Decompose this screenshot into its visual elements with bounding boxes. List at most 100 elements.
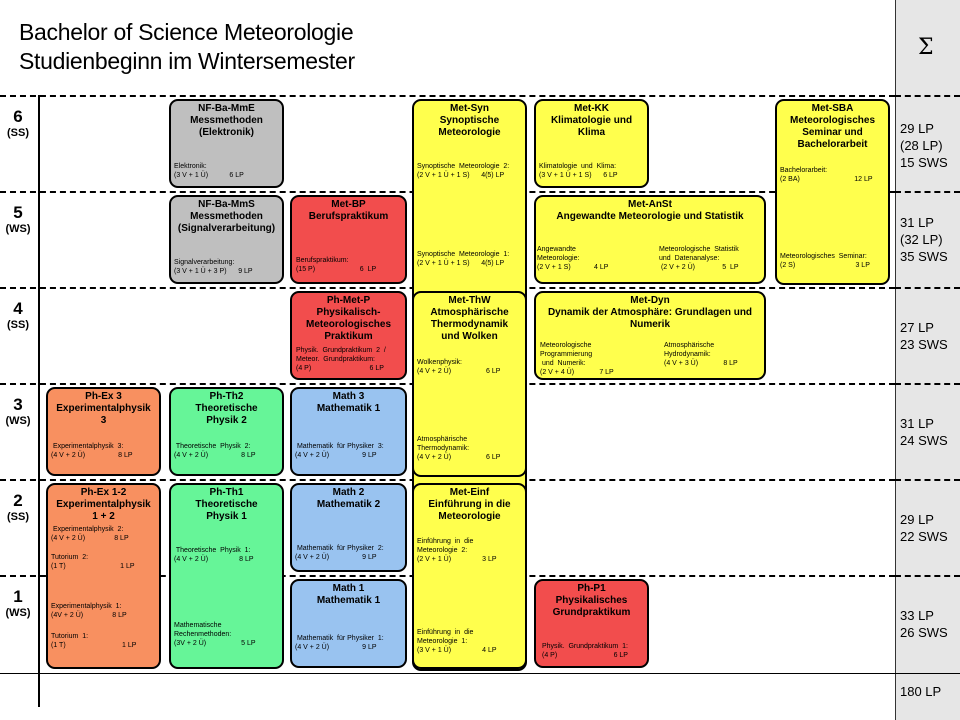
semester-label: 5(WS) [0, 203, 36, 236]
title-line-2: Studienbeginn im Wintersemester [19, 48, 355, 74]
semester-type: (SS) [7, 319, 29, 331]
module-detail: Angewandte Meteorologie: (2 V + 1 S) 4 L… [537, 246, 609, 271]
module-detail: Meteorologische Programmierung und Numer… [540, 342, 614, 376]
semester-number: 5 [13, 203, 23, 222]
semester-total: 31 LP (32 LP) 35 SWS [900, 215, 948, 264]
module-nf-ba-mme[interactable]: NF-Ba-MmE Messmethoden (Elektronik) Elek… [169, 99, 284, 188]
module-title: Met-BP Berufspraktikum [308, 199, 389, 222]
module-title: Ph-Th2 Theoretische Physik 2 [195, 391, 258, 426]
module-met-thw[interactable]: Met-ThW Atmosphärische Thermodynamik und… [412, 291, 527, 477]
module-detail: Atmosphärische Hydrodynamik: (4 V + 3 Ü)… [664, 342, 738, 367]
module-met-sba[interactable]: Met-SBA Meteorologisches Seminar und Bac… [775, 99, 890, 285]
module-ph-ex12[interactable]: Ph-Ex 1-2 Experimentalphysik 1 + 2 Exper… [46, 483, 161, 669]
module-nf-ba-mms[interactable]: NF-Ba-MmS Messmethoden (Signalverarbeitu… [169, 195, 284, 284]
semester-number: 3 [13, 395, 23, 414]
semester-number: 1 [13, 587, 23, 606]
module-detail: Experimentalphysik 2: (4 V + 2 Ü) 8 LP [51, 526, 129, 542]
module-math1[interactable]: Math 1 Mathematik 1 Mathematik für Physi… [290, 579, 407, 668]
semester-label: 1(WS) [0, 587, 36, 620]
semester-label: 3(WS) [0, 395, 36, 428]
row-separator [895, 287, 960, 289]
module-detail: (2 BA) 12 LP [780, 176, 873, 183]
semester-total: 31 LP 24 SWS [900, 416, 948, 448]
module-detail: Klimatologie und Klima: [539, 163, 617, 170]
module-detail: Physik. Grundpraktikum 2 / Meteor. Grund… [296, 347, 386, 372]
sum-column [895, 0, 960, 720]
row-separator [0, 95, 895, 97]
module-title: Ph-Ex 1-2 Experimentalphysik 1 + 2 [56, 487, 151, 522]
semester-number: 6 [13, 107, 23, 126]
module-title: Met-SBA Meteorologisches Seminar und Bac… [789, 103, 876, 150]
semester-type: (SS) [7, 127, 29, 139]
module-title: Ph-Ex 3 Experimentalphysik 3 [56, 391, 151, 426]
module-title: Ph-P1 Physikalisches Grundpraktikum [552, 583, 631, 618]
row-separator [895, 479, 960, 481]
sigma-symbol: Σ [918, 35, 934, 60]
module-detail: (15 P) 6 LP [296, 266, 377, 273]
module-title: Math 2 Mathematik 2 [316, 487, 381, 510]
module-detail: Signalverarbeitung: [174, 259, 235, 266]
module-title: NF-Ba-MmE Messmethoden (Elektronik) [190, 103, 263, 138]
module-detail: Synoptische Meteorologie 1: [417, 251, 510, 258]
semester-total: 33 LP 26 SWS [900, 608, 948, 640]
module-math2[interactable]: Math 2 Mathematik 2 Mathematik für Physi… [290, 483, 407, 572]
row-separator [895, 575, 960, 577]
module-math3[interactable]: Math 3 Mathematik 1 Mathematik für Physi… [290, 387, 407, 476]
module-detail: Atmosphärische Thermodynamik: (4 V + 2 Ü… [417, 436, 501, 461]
module-ph-th1[interactable]: Ph-Th1 Theoretische Physik 1 Theoretisch… [169, 483, 284, 669]
module-detail: (2 V + 1 Ü + 1 S) 4(5) LP [417, 172, 505, 179]
module-detail: (3 V + 1 Ü) 6 LP [174, 172, 244, 179]
module-ph-met-p[interactable]: Ph-Met-P Physikalisch- Meteorologisches … [290, 291, 407, 380]
module-detail: Mathematik für Physiker 1: (4 V + 2 Ü) 9… [295, 635, 384, 651]
module-detail: (3 V + 1 Ü + 1 S) 6 LP [539, 172, 618, 179]
module-detail: Meteorologische Statistik und Datenanaly… [659, 246, 739, 271]
module-title: Met-Dyn Dynamik der Atmosphäre: Grundlag… [547, 295, 753, 330]
page-title: Bachelor of Science Meteorologie Studien… [19, 18, 355, 76]
module-detail: Wolkenphysik: (4 V + 2 Ü) 6 LP [417, 359, 501, 375]
semester-type: (WS) [5, 607, 31, 619]
title-line-1: Bachelor of Science Meteorologie [19, 19, 354, 45]
module-ph-th2[interactable]: Ph-Th2 Theoretische Physik 2 Theoretisch… [169, 387, 284, 476]
semester-number: 2 [13, 491, 23, 510]
module-detail: (2 S) 3 LP [780, 262, 870, 269]
grand-total: 180 LP [900, 684, 942, 699]
module-met-einf[interactable]: Met-Einf Einführung in die Meteorologie … [412, 483, 527, 669]
semester-total: 29 LP 22 SWS [900, 512, 948, 544]
module-title: NF-Ba-MmS Messmethoden (Signalverarbeitu… [177, 199, 276, 234]
module-detail: (3 V + 1 Ü + 3 P) 9 LP [174, 268, 253, 275]
bottom-line [0, 673, 960, 674]
module-detail: (2 V + 1 Ü + 1 S) 4(5) LP [417, 260, 505, 267]
module-met-anst[interactable]: Met-AnSt Angewandte Meteorologie und Sta… [534, 195, 766, 284]
semester-total: 27 LP 23 SWS [900, 320, 948, 352]
module-detail: Meteorologisches Seminar: [780, 253, 867, 260]
module-title: Met-AnSt Angewandte Meteorologie und Sta… [556, 199, 744, 222]
module-detail: Bachelorarbeit: [780, 167, 828, 174]
module-detail: Berufspraktikum: [296, 257, 349, 264]
module-ph-p1[interactable]: Ph-P1 Physikalisches Grundpraktikum Phys… [534, 579, 649, 668]
module-detail: Mathematische Rechenmethoden: (3V + 2 Ü)… [174, 622, 256, 647]
semester-number: 4 [13, 299, 23, 318]
row-separator [895, 191, 960, 193]
module-detail: Experimentalphysik 1: (4V + 2 Ü) 8 LP [51, 603, 127, 619]
semester-type: (SS) [7, 511, 29, 523]
module-met-bp[interactable]: Met-BP Berufspraktikum Berufspraktikum: … [290, 195, 407, 284]
module-detail: Einführung in die Meteorologie 2: (2 V +… [417, 538, 497, 563]
module-ph-ex3[interactable]: Ph-Ex 3 Experimentalphysik 3 Experimenta… [46, 387, 161, 476]
row-separator [895, 95, 960, 97]
module-title: Ph-Met-P Physikalisch- Meteorologisches … [305, 295, 392, 342]
module-title: Math 3 Mathematik 1 [316, 391, 381, 414]
module-detail: Mathematik für Physiker 3: (4 V + 2 Ü) 9… [295, 443, 384, 459]
row-separator [895, 383, 960, 385]
module-detail: Mathematik für Physiker 2: (4 V + 2 Ü) 9… [295, 545, 384, 561]
module-met-kk[interactable]: Met-KK Klimatologie und Klima Klimatolog… [534, 99, 649, 188]
module-title: Met-KK Klimatologie und Klima [550, 103, 633, 138]
module-detail: Tutorium 1: (1 T) 1 LP [51, 633, 137, 649]
module-met-dyn[interactable]: Met-Dyn Dynamik der Atmosphäre: Grundlag… [534, 291, 766, 380]
semester-type: (WS) [5, 223, 31, 235]
semester-label: 6(SS) [0, 107, 36, 140]
semester-total: 29 LP (28 LP) 15 SWS [900, 121, 948, 170]
semester-type: (WS) [5, 415, 31, 427]
module-title: Ph-Th1 Theoretische Physik 1 [195, 487, 258, 522]
module-detail: Experimentalphysik 3: (4 V + 2 Ü) 8 LP [51, 443, 133, 459]
module-detail: Theoretische Physik 2: (4 V + 2 Ü) 8 LP [174, 443, 256, 459]
